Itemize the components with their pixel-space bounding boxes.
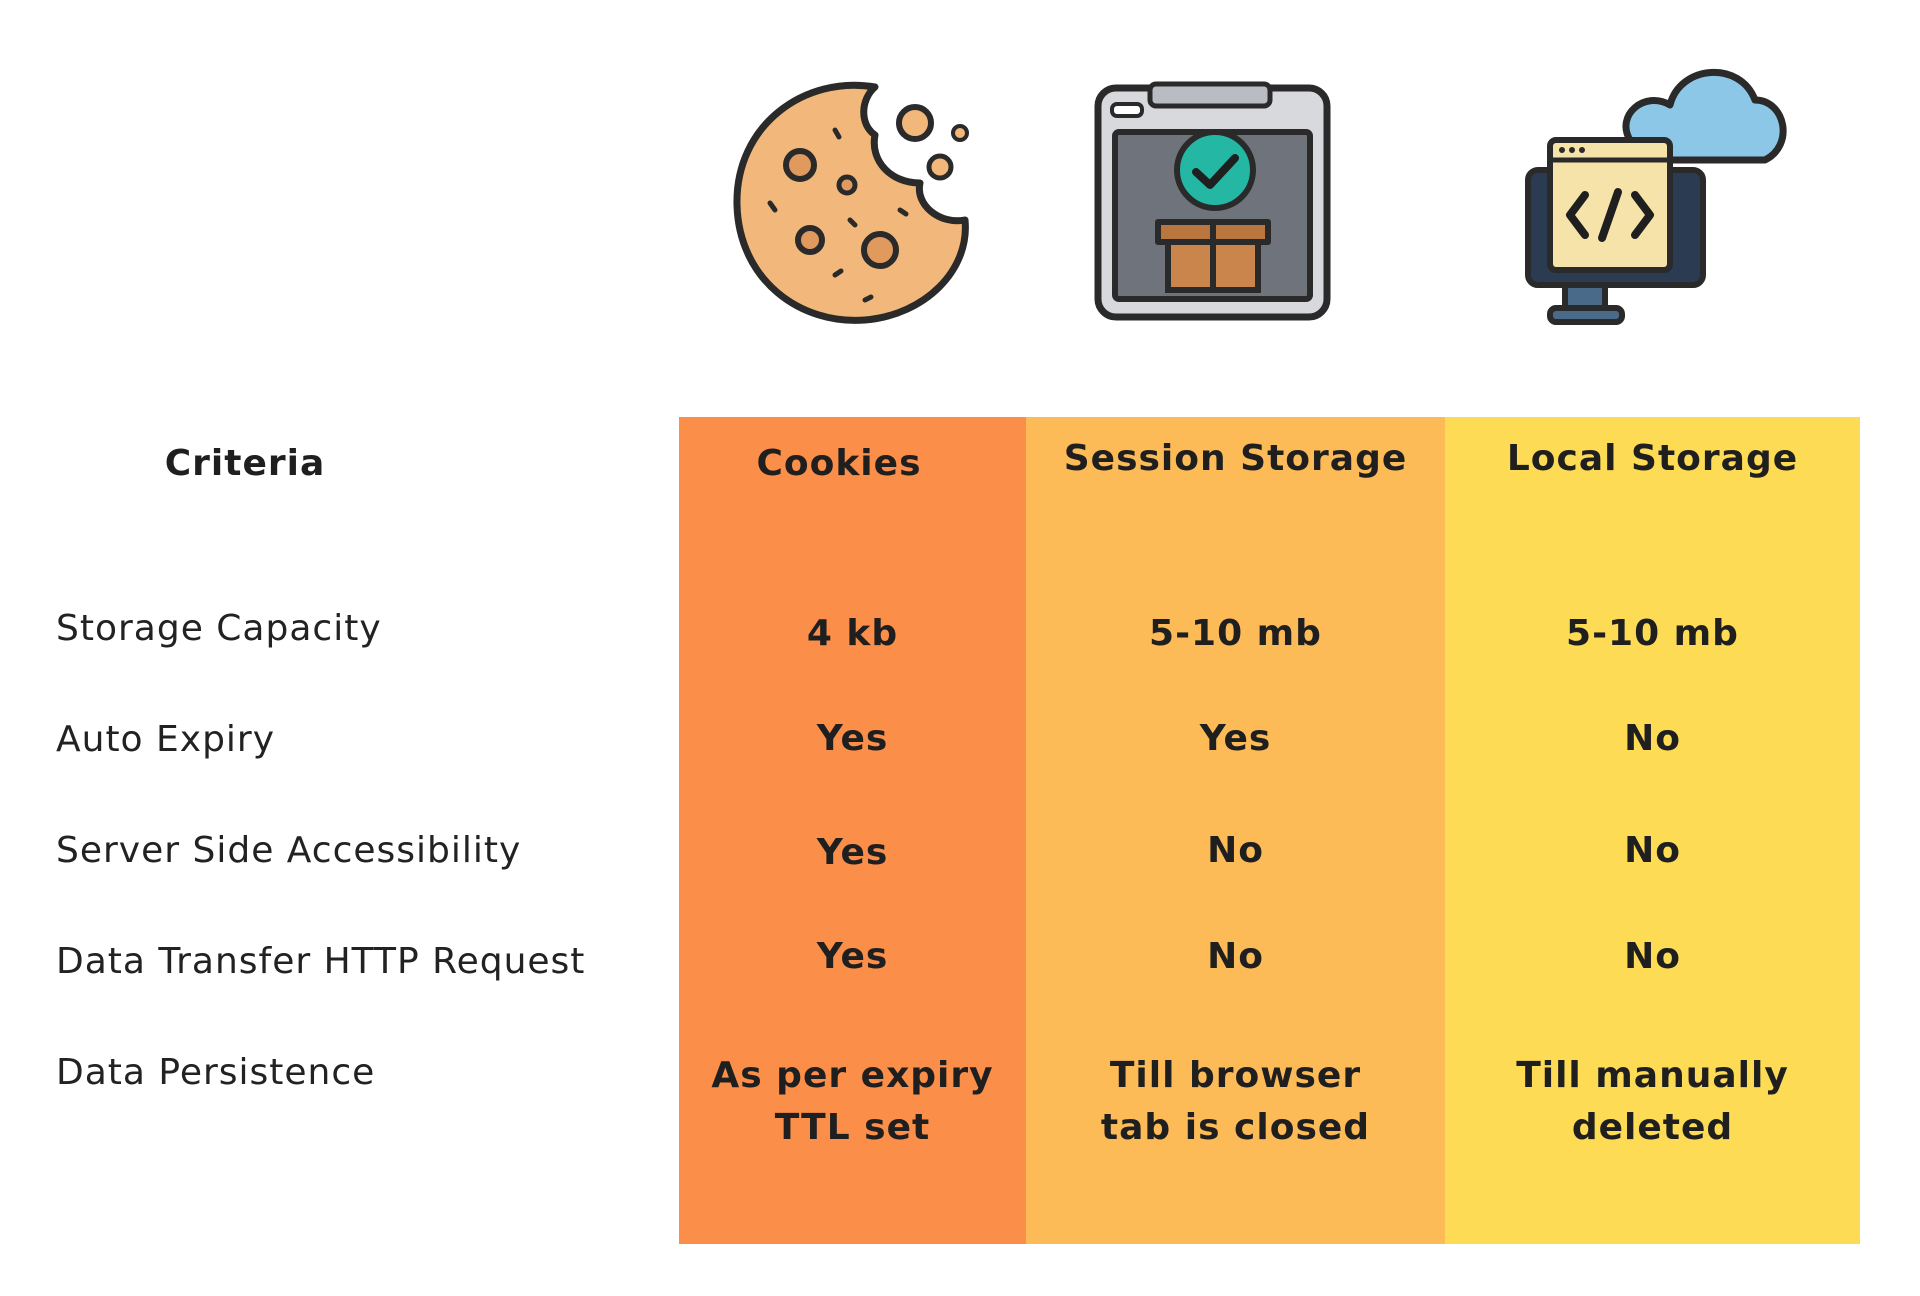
- cell-session-auto-expiry: Yes: [1199, 718, 1272, 759]
- cell-local-storage-capacity: 5-10 mb: [1566, 613, 1739, 654]
- cell-session-storage-capacity: 5-10 mb: [1149, 613, 1322, 654]
- row-label-storage-capacity: Storage Capacity: [56, 608, 382, 649]
- row-label-server-side-accessibility: Server Side Accessibility: [56, 830, 522, 871]
- row-label-auto-expiry: Auto Expiry: [56, 719, 276, 760]
- criteria-header: Criteria: [164, 443, 326, 484]
- local-storage-cloud-code-icon: [1525, 68, 1787, 325]
- cell-session-data-persistence: Till browser tab is closed: [1100, 1055, 1371, 1148]
- cell-local-data-transfer: No: [1624, 936, 1681, 977]
- row-label-data-transfer-http-request: Data Transfer HTTP Request: [56, 941, 586, 982]
- cell-local-auto-expiry: No: [1624, 718, 1681, 759]
- cookies-column: [679, 417, 1026, 1244]
- cell-cookies-server-side-accessibility: Yes: [816, 832, 889, 873]
- session-storage-column: [1026, 417, 1445, 1244]
- cell-cookies-data-persistence: As per expiry TTL set: [711, 1055, 994, 1148]
- cell-cookies-auto-expiry: Yes: [816, 718, 889, 759]
- header-cookies: Cookies: [756, 443, 922, 484]
- header-local-storage: Local Storage: [1506, 438, 1799, 479]
- cell-local-data-persistence: Till manually deleted: [1516, 1055, 1789, 1148]
- cell-session-server-side-accessibility: No: [1207, 830, 1264, 871]
- cell-session-data-transfer: No: [1207, 936, 1264, 977]
- cookie-icon: [733, 81, 969, 324]
- header-session-storage: Session Storage: [1063, 438, 1408, 479]
- session-storage-browser-icon: [1094, 81, 1331, 321]
- row-label-data-persistence: Data Persistence: [56, 1052, 376, 1093]
- cell-cookies-storage-capacity: 4 kb: [806, 613, 899, 654]
- cell-cookies-data-transfer: Yes: [816, 936, 889, 977]
- cell-local-server-side-accessibility: No: [1624, 830, 1681, 871]
- local-storage-column: [1445, 417, 1860, 1244]
